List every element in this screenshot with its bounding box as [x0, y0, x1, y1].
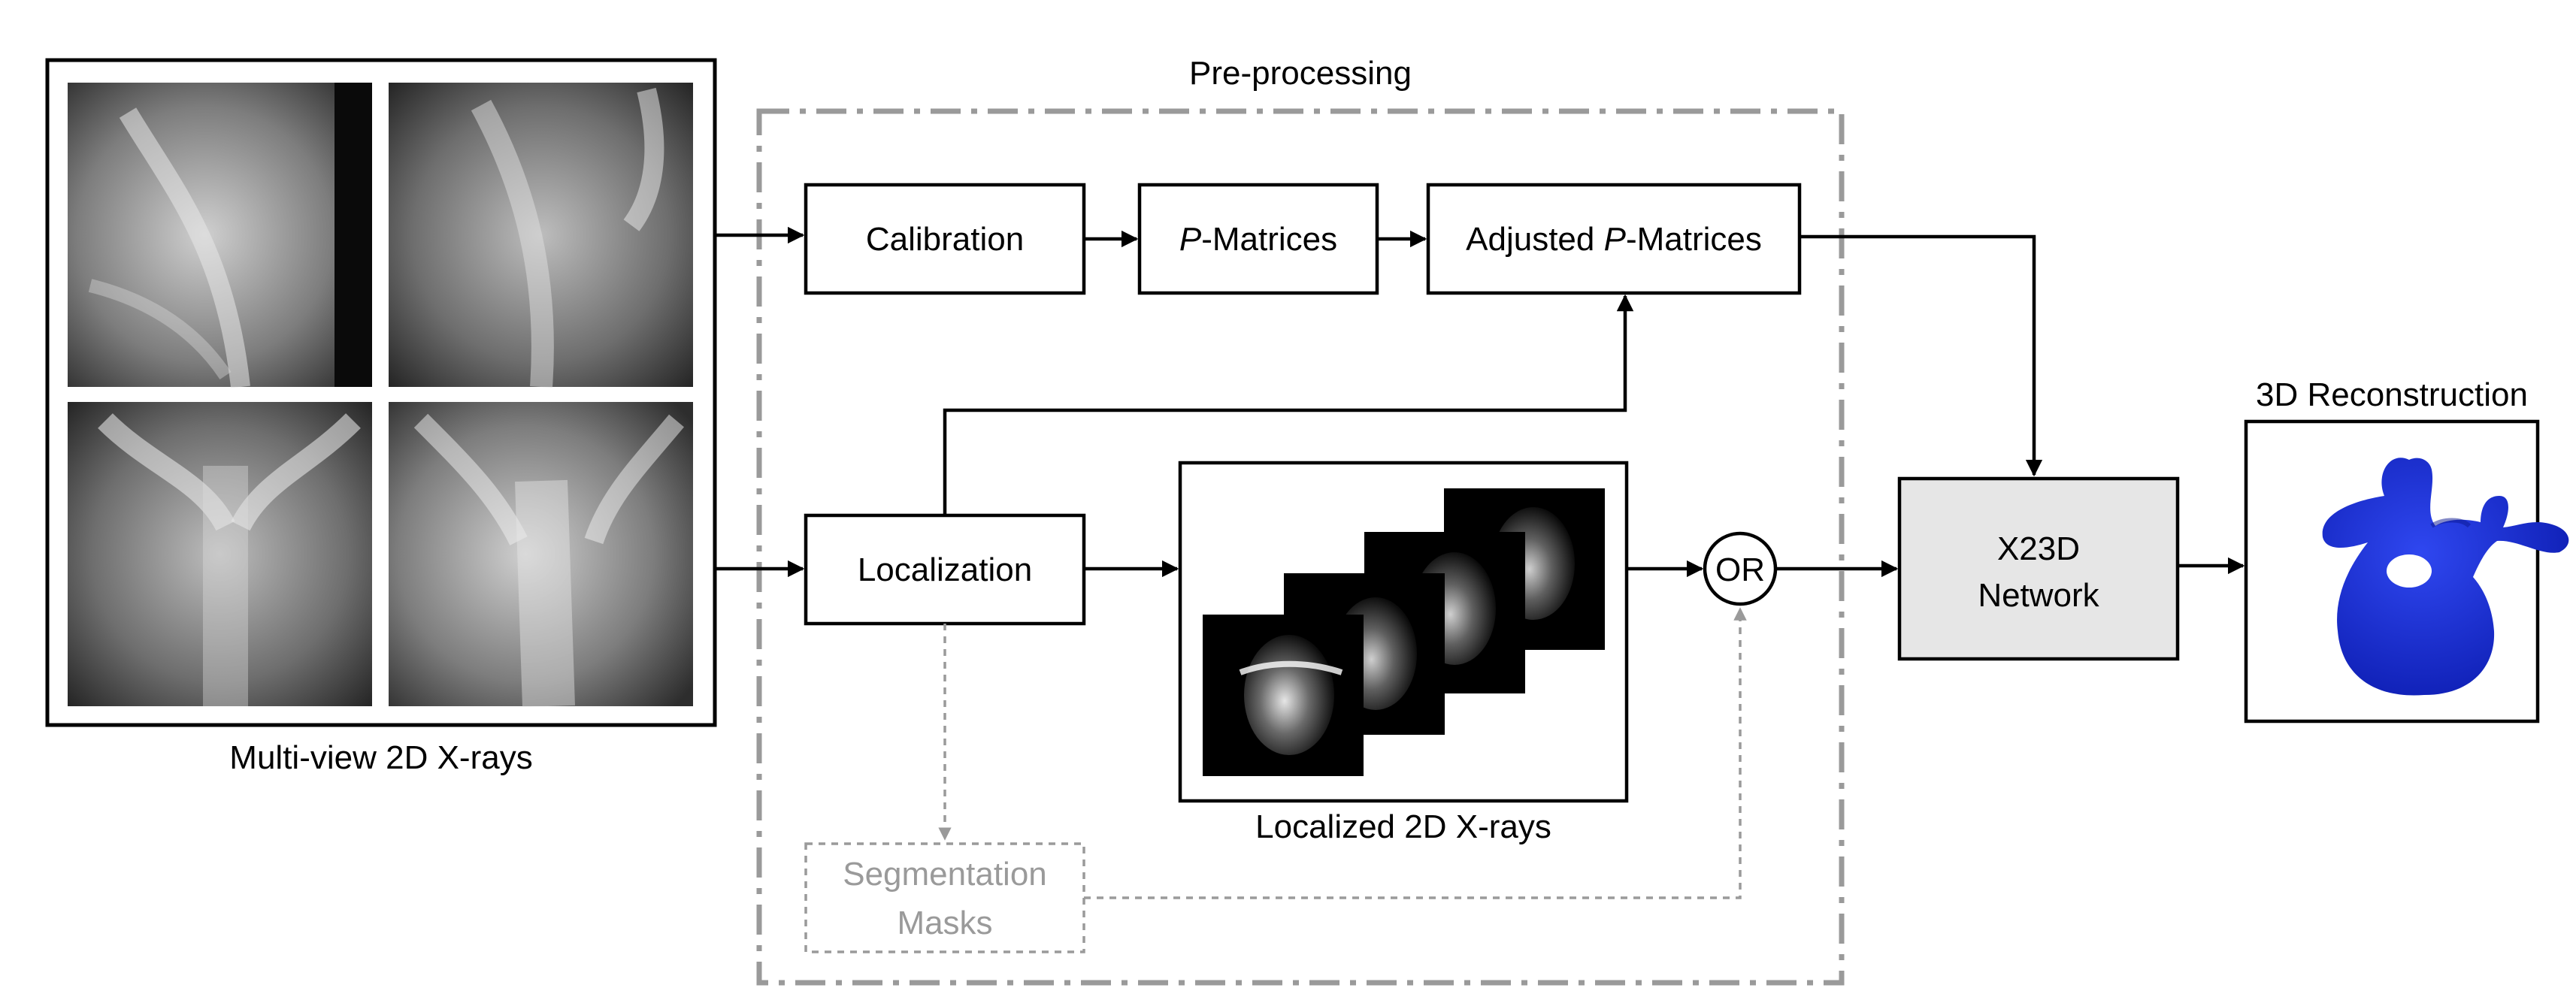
calibration-box — [804, 183, 1086, 295]
p-matrices-box — [1137, 183, 1379, 295]
preprocessing-title: Pre-processing — [1189, 55, 1412, 92]
x23d-network-box — [1897, 476, 2180, 661]
reconstruction-label: 3D Reconstruction — [2256, 376, 2528, 413]
segmentation-label-line1: Segmentation — [843, 856, 1047, 893]
segmentation-label-line2: Masks — [897, 905, 992, 941]
segmentation-masks-box — [804, 842, 1085, 953]
arrow-adjusted-to-network — [1800, 234, 2043, 477]
localization-box — [804, 513, 1086, 626]
adjusted-p-matrices-box — [1426, 183, 1802, 295]
multi-view-label: Multi-view 2D X-rays — [229, 739, 532, 776]
calibration-label: Calibration — [866, 221, 1024, 258]
adjusted-p-matrices-label: Adjusted P-Matrices — [1466, 221, 1762, 258]
network-label-line2: Network — [1978, 577, 2099, 614]
or-label: OR — [1715, 551, 1765, 588]
localization-label: Localization — [858, 551, 1032, 588]
network-label-line1: X23D — [1997, 530, 2080, 567]
preprocessing-region — [756, 108, 1845, 986]
localized-xrays-label: Localized 2D X-rays — [1255, 808, 1551, 845]
localized-crop-stack — [1203, 488, 1605, 776]
xray-image-4 — [389, 402, 693, 708]
xray-image-3 — [68, 402, 372, 706]
xray-image-2 — [389, 83, 693, 388]
arrow-segmentation-to-or — [1084, 607, 1747, 899]
xray-image-1 — [68, 83, 372, 388]
vertebra-3d-model — [2322, 458, 2569, 696]
arrow-localization-to-adjusted — [943, 294, 1634, 515]
p-matrices-label: P-Matrices — [1179, 221, 1337, 258]
